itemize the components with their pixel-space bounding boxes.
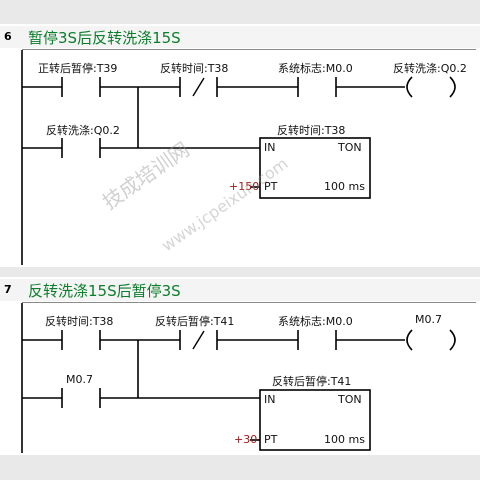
network-6-title-underline xyxy=(22,49,476,50)
contact-m07-seal-n7 xyxy=(61,388,101,408)
network-7-title[interactable]: 反转洗涤15S后暂停3S xyxy=(28,282,181,300)
contact-m00-n7-label[interactable]: 系统标志:M0.0 xyxy=(278,315,353,328)
contact-q02-seal-n6 xyxy=(61,138,101,158)
contact-m00-label[interactable]: 系统标志:M0.0 xyxy=(278,62,353,75)
timer-t38-pt: PT xyxy=(264,180,278,193)
timer-t38-in: IN xyxy=(264,141,276,154)
contact-t41-label[interactable]: 反转后暂停:T41 xyxy=(155,315,235,328)
timer-t41-in: IN xyxy=(264,393,276,406)
network-7-number: 7 xyxy=(4,283,12,296)
contact-t38-n7 xyxy=(61,330,101,350)
timer-t41-type: TON xyxy=(338,393,362,406)
timer-t41-preset[interactable]: +30 xyxy=(234,433,258,446)
network-7-header[interactable]: 7 反转洗涤15S后暂停3S xyxy=(0,279,480,301)
timer-box-t38 xyxy=(259,137,371,199)
contact-m00-n6 xyxy=(297,77,337,97)
network-7-title-underline xyxy=(22,302,476,303)
network-6-title[interactable]: 暂停3S后反转洗涤15S xyxy=(28,29,181,47)
timer-t38-type: TON xyxy=(338,141,362,154)
coil-q02-label[interactable]: 反转洗涤:Q0.2 xyxy=(393,62,467,75)
network-6-header[interactable]: 6 暂停3S后反转洗涤15S xyxy=(0,26,480,48)
network-6-number: 6 xyxy=(4,30,12,43)
contact-t39-n6 xyxy=(61,77,101,97)
contact-t39-label[interactable]: 正转后暂停:T39 xyxy=(38,62,118,75)
contact-t38-label[interactable]: 反转时间:T38 xyxy=(160,62,229,75)
timer-t38-base: 100 ms xyxy=(324,180,365,193)
contact-q02-label[interactable]: 反转洗涤:Q0.2 xyxy=(46,124,120,137)
coil-q02-n6 xyxy=(406,76,456,98)
timer-t38-label[interactable]: 反转时间:T38 xyxy=(277,124,346,137)
coil-m07-n7 xyxy=(406,329,456,351)
network-6-panel xyxy=(0,24,480,267)
timer-box-t41 xyxy=(259,389,371,451)
timer-t38-preset[interactable]: +150 xyxy=(229,180,260,193)
timer-t41-base: 100 ms xyxy=(324,433,365,446)
timer-t41-label[interactable]: 反转后暂停:T41 xyxy=(272,375,352,388)
contact-t38-n7-label[interactable]: 反转时间:T38 xyxy=(45,315,114,328)
coil-m07-label[interactable]: M0.7 xyxy=(415,313,442,326)
contact-m07-label[interactable]: M0.7 xyxy=(66,373,93,386)
timer-t41-pt: PT xyxy=(264,433,278,446)
network-7-panel xyxy=(0,277,480,455)
contact-m00-n7 xyxy=(297,330,337,350)
